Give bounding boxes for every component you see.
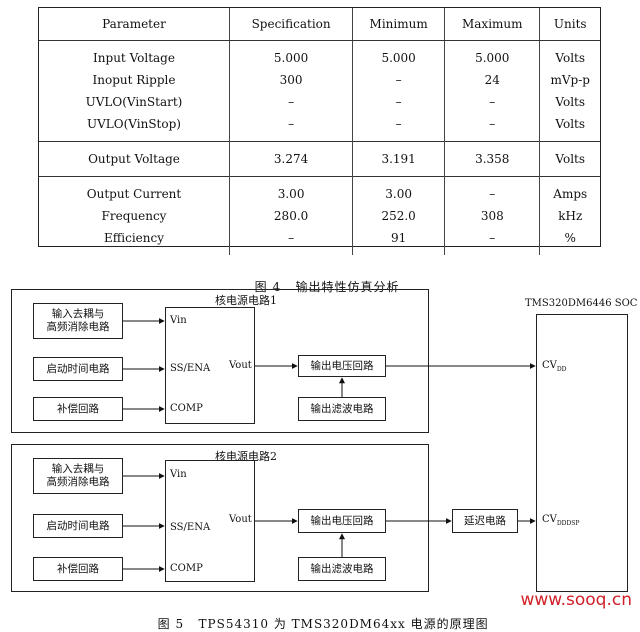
pin-ss-ena: SS/ENA (170, 522, 211, 533)
table-cell: 3.274 (228, 141, 353, 177)
table-cell: Frequency (101, 209, 167, 223)
pin-vin: Vin (170, 469, 187, 480)
table-cell: Output Current (39, 176, 230, 205)
output-voltage-loop-block: 输出电压回路 (298, 355, 386, 377)
core-power-circuit-2 (11, 444, 429, 592)
pin-subscript: DDDSP (556, 520, 580, 527)
pin-cvdd: CVDD (542, 360, 567, 373)
soc-title: TMS320DM6446 SOC (525, 298, 638, 309)
table-cell: % (539, 227, 600, 255)
figure-title: 输出特性仿真分析 (295, 280, 400, 294)
pin-vout: Vout (229, 360, 252, 371)
output-voltage-loop-block: 输出电压回路 (298, 509, 386, 533)
delay-circuit-block: 延迟电路 (452, 509, 518, 533)
table-cell: mVp-p (539, 69, 600, 91)
figure-5-caption: 图 5 TPS54310 为 TMS320DM64xx 电源的原理图 (148, 601, 489, 632)
table-cell: Output Voltage (39, 141, 230, 177)
core-power-circuit-1 (11, 289, 429, 433)
compensation-block: 补偿回路 (33, 557, 123, 581)
table-cell: 252.0 (352, 205, 445, 227)
table-cell: 3.358 (444, 141, 540, 177)
startup-time-block: 启动时间电路 (33, 514, 123, 538)
table-cell: 5.000 (444, 40, 540, 69)
column-header: Units (539, 8, 600, 41)
pin-vout: Vout (229, 514, 252, 525)
compensation-block: 补偿回路 (33, 397, 123, 421)
pin-subscript: DD (556, 366, 567, 373)
circuit-title: 核电源电路1 (215, 294, 277, 307)
output-filter-block: 输出滤波电路 (298, 397, 386, 421)
specification-table: Parameter Specification Minimum Maximum … (38, 7, 601, 255)
output-filter-block: 输出滤波电路 (298, 557, 386, 581)
table-row: UVLO(VinStop)–––Volts (39, 113, 600, 142)
pin-vin: Vin (170, 315, 187, 326)
column-header: Minimum (352, 8, 445, 41)
watermark: www.sooq.cn (520, 590, 632, 610)
table-cell: – (444, 176, 540, 205)
pin-comp: COMP (170, 403, 203, 414)
pin-comp: COMP (170, 563, 203, 574)
tps54310-chip-2 (165, 460, 255, 582)
table-cell: Efficiency (103, 231, 164, 245)
table-cell: 5.000 (352, 40, 445, 69)
table-cell: Input Voltage (93, 51, 175, 65)
table-row: Efficiency –91–% (39, 227, 600, 255)
table-cell: 3.00 (352, 176, 445, 205)
table-cell: Volts (539, 91, 600, 113)
table-cell: – (352, 91, 445, 113)
figure-title: TPS54310 为 TMS320DM64xx 电源的原理图 (198, 617, 489, 631)
table-header-row: Parameter Specification Minimum Maximum … (39, 8, 600, 41)
figure-4-caption: 图 4 输出特性仿真分析 (245, 264, 400, 295)
column-header: Specification (228, 8, 353, 41)
table-cell: Amps (539, 176, 600, 205)
figure-number: 图 4 (254, 280, 282, 294)
table-cell: Inoput Ripple (92, 73, 176, 87)
table-row: UVLO(VinStart)–––Volts (39, 91, 600, 113)
table-cell: Volts (539, 141, 600, 177)
table-cell: 91 (352, 227, 445, 255)
table-cell: – (444, 227, 540, 255)
table-cell: – (228, 227, 353, 255)
table-cell: 300 (228, 69, 353, 91)
table-cell: 308 (444, 205, 540, 227)
tps54310-chip-1 (165, 307, 255, 424)
input-decoupling-block: 输入去耦与 高频消除电路 (33, 303, 123, 339)
table-cell: UVLO(VinStop) (87, 117, 181, 131)
table-cell: 24 (444, 69, 540, 91)
table-cell: Volts (539, 40, 600, 69)
table-cell: 3.00 (228, 176, 353, 205)
table-cell: – (444, 91, 540, 113)
table-cell: 280.0 (228, 205, 353, 227)
table-cell: Volts (539, 113, 600, 142)
input-decoupling-block: 输入去耦与 高频消除电路 (33, 458, 123, 494)
table-cell: 3.191 (352, 141, 445, 177)
pin-cvdddsp: CVDDDSP (542, 514, 579, 527)
pin-ss-ena: SS/ENA (170, 363, 211, 374)
table-cell: – (228, 91, 353, 113)
table-cell: – (228, 113, 353, 142)
pin-label: CV (542, 360, 557, 371)
table-cell: UVLO(VinStart) (85, 95, 183, 109)
pin-label: CV (542, 514, 557, 525)
table-cell: – (352, 69, 445, 91)
figure-number: 图 5 (157, 617, 185, 631)
table-cell: – (444, 113, 540, 142)
column-header: Maximum (444, 8, 540, 41)
circuit-title: 核电源电路2 (215, 450, 277, 463)
table-cell: 5.000 (228, 40, 353, 69)
startup-time-block: 启动时间电路 (33, 357, 123, 381)
table-cell: kHz (539, 205, 600, 227)
table-cell: – (352, 113, 445, 142)
column-header: Parameter (39, 8, 230, 41)
soc-block (536, 314, 628, 592)
